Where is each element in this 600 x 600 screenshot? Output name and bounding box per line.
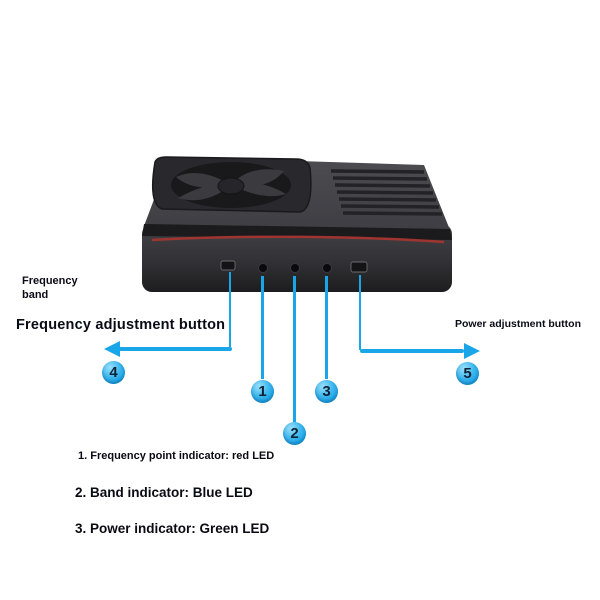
legend-item-3: 3. Power indicator: Green LED xyxy=(75,521,270,536)
power-button xyxy=(350,261,368,273)
red-stripe xyxy=(151,235,445,244)
leader-line-led-3 xyxy=(325,276,328,379)
leader-line-led-1 xyxy=(261,276,264,379)
arrow-head-left-icon xyxy=(104,341,120,357)
fan-grille xyxy=(151,156,312,213)
marker-4: 4 xyxy=(102,361,125,384)
led-indicator-2 xyxy=(290,263,300,273)
frequency-band-label: Frequency band xyxy=(22,275,78,302)
marker-2: 2 xyxy=(283,422,306,445)
arrow-shaft xyxy=(360,349,464,353)
device-seam xyxy=(142,224,452,240)
frequency-button xyxy=(220,260,236,271)
arrow-head-right-icon xyxy=(464,343,480,359)
legend-item-2: 2. Band indicator: Blue LED xyxy=(75,485,253,500)
device-front-face xyxy=(142,224,452,292)
marker-5: 5 xyxy=(456,362,479,385)
frequency-adjustment-label: Frequency adjustment button xyxy=(16,317,226,333)
arrow-shaft xyxy=(119,347,232,351)
fan-blades xyxy=(176,169,286,201)
legend-item-1: 1. Frequency point indicator: red LED xyxy=(78,450,275,462)
vent-slats xyxy=(330,169,443,216)
marker-3: 3 xyxy=(315,380,338,403)
led-indicator-1 xyxy=(258,263,268,273)
leader-line-frequency-button xyxy=(229,272,231,347)
led-indicators xyxy=(258,263,332,273)
leader-line-power-button xyxy=(359,275,361,350)
marker-1: 1 xyxy=(251,380,274,403)
leader-line-led-2 xyxy=(293,276,296,422)
led-indicator-3 xyxy=(322,263,332,273)
power-adjustment-label: Power adjustment button xyxy=(455,318,581,330)
